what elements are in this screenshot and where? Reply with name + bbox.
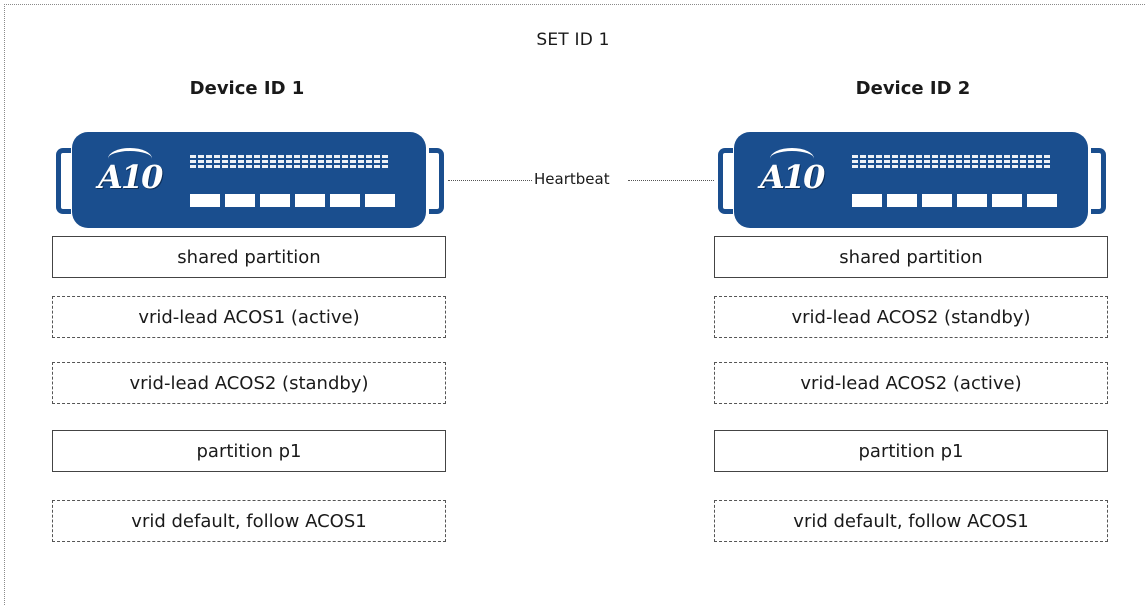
a10-appliance-icon: A10 [714, 132, 1110, 232]
shared-partition-box: shared partition [714, 236, 1108, 278]
heartbeat-line [448, 180, 532, 181]
a10-appliance-icon: A10 [52, 132, 448, 232]
shared-partition-box: shared partition [52, 236, 446, 278]
set-frame [4, 4, 1146, 605]
device-1-title: Device ID 1 [189, 78, 305, 99]
vrid-lead-box: vrid-lead ACOS1 (active) [52, 296, 446, 338]
vrid-lead-box: vrid-lead ACOS2 (standby) [52, 362, 446, 404]
heartbeat-line [628, 180, 714, 181]
set-title: SET ID 1 [536, 30, 610, 50]
partition-p1-box: partition p1 [714, 430, 1108, 472]
partition-p1-box: partition p1 [52, 430, 446, 472]
heartbeat-label: Heartbeat [532, 170, 612, 188]
device-2-title: Device ID 2 [855, 78, 971, 99]
vrid-lead-box: vrid-lead ACOS2 (standby) [714, 296, 1108, 338]
vrid-default-box: vrid default, follow ACOS1 [714, 500, 1108, 542]
vrid-lead-box: vrid-lead ACOS2 (active) [714, 362, 1108, 404]
vrid-default-box: vrid default, follow ACOS1 [52, 500, 446, 542]
